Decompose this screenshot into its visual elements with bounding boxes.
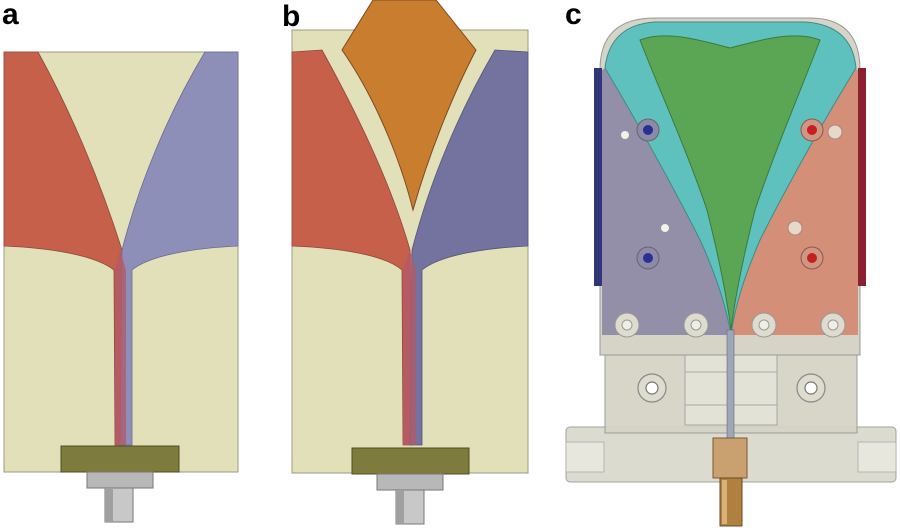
panel-c-edge-red xyxy=(858,68,866,286)
panel-label-a: a xyxy=(2,0,19,31)
panel-c-base-slot-right xyxy=(857,441,897,473)
panel-c-right-arm xyxy=(730,60,858,335)
panel-a-right-flare xyxy=(119,51,239,446)
panel-c-screw-row-lower xyxy=(637,373,826,403)
panel-c-green-flare xyxy=(639,35,821,331)
panel-a-connector-plate xyxy=(60,445,180,473)
panel-label-b: b xyxy=(282,0,301,33)
panel-b-right-flare xyxy=(409,49,529,446)
panel-a-feed-line xyxy=(115,250,126,445)
panel-a-connector-pin-shadow xyxy=(105,488,113,522)
panel-c-edge-blue xyxy=(594,68,602,286)
panel-b-feed-line xyxy=(403,250,416,445)
panel-c-brass-connector-top xyxy=(712,437,748,479)
panel-b-connector-plate xyxy=(351,447,470,475)
panel-c-brass-highlight xyxy=(722,480,727,524)
panel-c-left-arm xyxy=(602,60,730,335)
panel-c-base-slot-left xyxy=(565,441,605,473)
panel-c-holder xyxy=(565,17,897,527)
panel-label-c: c xyxy=(565,0,582,31)
panel-a-connector-body xyxy=(86,471,154,489)
panel-c-feed-line xyxy=(726,329,735,441)
panel-c-arm-screws xyxy=(621,118,843,270)
panel-c-screw-row-upper xyxy=(614,312,846,338)
panel-b-antenna xyxy=(291,0,529,525)
panel-b-connector-pin-shadow xyxy=(396,490,404,524)
panel-a-antenna xyxy=(3,51,239,523)
panel-b-left-flare xyxy=(291,49,414,446)
panel-b-director xyxy=(341,0,477,212)
panel-b-connector-body xyxy=(376,473,444,491)
